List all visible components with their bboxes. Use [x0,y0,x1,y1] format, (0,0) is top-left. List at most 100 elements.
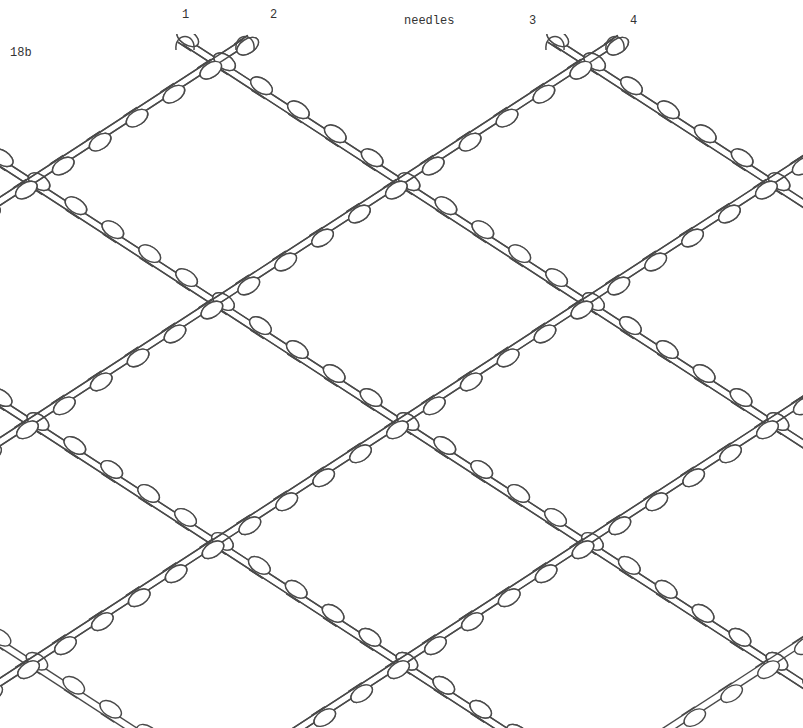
yarn-strand [140,258,153,267]
yarn-strand [694,378,707,387]
yarn-strand [161,83,174,92]
stitch-loop [123,106,151,131]
stitch-loop [718,681,746,706]
yarn-strand [622,90,635,99]
yarn-strand [176,522,189,531]
stitch-loop [802,193,803,218]
yarn-strand [730,642,743,651]
yarn-strand [177,282,190,291]
stitch-loop [691,121,719,146]
yarn-strand [472,474,485,483]
yarn-strand [88,371,101,380]
stitch-loop [198,298,226,323]
yarn-strand [272,251,285,260]
loop-chain [544,34,803,728]
yarn-strand [385,659,398,668]
stitch-loop [680,465,708,490]
stitch-loop [15,657,43,682]
needle-number: 3 [527,14,538,28]
stitch-loop [321,121,349,146]
stitch-loop [98,457,126,482]
yarn-strand [0,45,803,728]
yarn-strand [681,707,694,716]
stitch-loop [430,673,458,698]
stitch-loop [319,601,347,626]
yarn-strand [553,45,803,728]
yarn-strand [422,635,435,644]
yarn-strand [570,539,583,548]
stitch-loop [348,681,376,706]
stitch-loop [283,337,311,362]
yarn-strand [658,114,671,123]
stitch-loop [504,721,532,728]
needle-loop [236,37,254,51]
stitch-loop [543,265,571,290]
stitch-loop [653,337,681,362]
yarn-strand [273,491,286,500]
yarn-strand [533,563,546,572]
stitch-loop [172,505,200,530]
yarn-strand [87,131,100,140]
yarn-strand [495,347,508,356]
yarn-strand [642,251,655,260]
stitch-loop [62,193,90,218]
yarn-strand [420,155,433,164]
stitch-loop [458,609,486,634]
stitch-loop [160,82,188,107]
stitch-loop [357,385,385,410]
loop-chain [0,34,262,728]
stitch-loop [136,241,164,266]
yarn-strand [237,515,250,524]
yarn-strand [0,45,617,728]
stitch-loop [422,633,450,658]
stitch-loop [494,346,522,371]
yarn-strand [0,642,3,651]
loop-chain [0,39,621,728]
stitch-loop [789,154,803,179]
stitch-loop [49,154,77,179]
yarn-strand [325,138,338,147]
yarn-strand [436,210,449,219]
yarn-strand [0,45,617,728]
yarn-strand [125,347,138,356]
stitch-loop [468,457,496,482]
stitch-loop [0,625,14,650]
stitch-loop [161,322,189,347]
yarn-strand [64,690,77,699]
stitch-loop [467,697,495,722]
stitch-loop [346,202,374,227]
stitch-loop [506,241,534,266]
yarn-strand [0,45,247,728]
stitch-loop [320,361,348,386]
loop-chain [174,34,803,728]
yarn-strand [549,39,803,728]
stitch-loop [544,34,572,50]
stitch-loop [173,265,201,290]
stitch-loop [617,313,645,338]
yarn-strand [183,45,803,728]
loop-chain [0,39,803,728]
yarn-strand [66,210,79,219]
stitch-loop [800,673,803,698]
stitch-loop [162,561,190,586]
yarn-strand [568,59,581,68]
stitch-loop [531,322,559,347]
stitch-loop [790,393,803,418]
loop-chain [0,39,803,728]
yarn-strand [0,162,6,171]
stitch-loop [567,58,595,83]
yarn-strand [494,107,507,116]
stitch-loop [802,193,803,218]
yarn-strand [717,443,730,452]
yarn-strand [557,39,803,728]
stitch-loop [124,346,152,371]
yarn-strand [510,258,523,267]
yarn-strand [179,39,803,728]
yarn-strand [792,635,803,644]
yarn-strand [15,659,28,668]
yarn-strand [51,395,64,404]
yarn-strand [252,90,265,99]
yarn-strand [187,39,803,728]
stitch-loop [88,609,116,634]
